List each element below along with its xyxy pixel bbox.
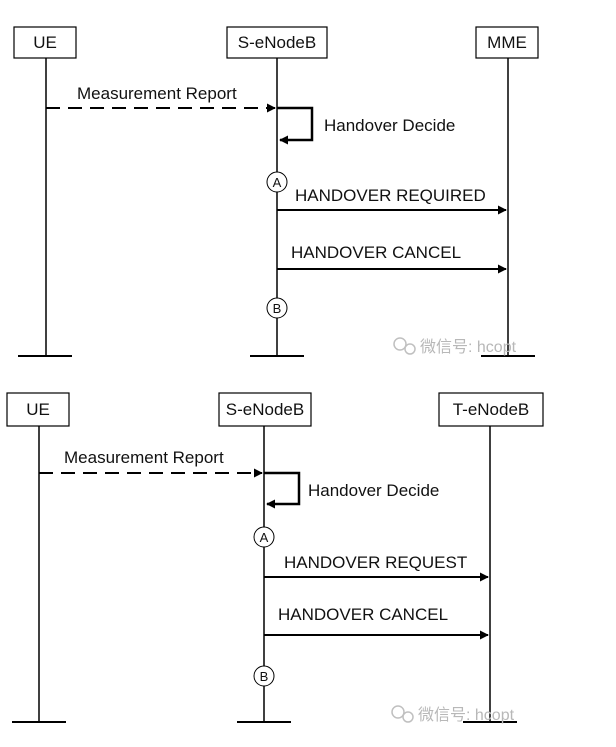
entity-box-s-enodeb (218, 392, 312, 427)
arrow-handover-decide (264, 471, 301, 509)
entity-box-ue (6, 392, 70, 427)
marker-b-label: B (260, 669, 269, 684)
marker-a (253, 526, 275, 548)
marker-b (253, 665, 275, 687)
watermark-text-bottom: 微信号: hcopt (418, 706, 515, 724)
diagram-top: UE S-eNodeB MME Measurement Report Hando… (13, 26, 539, 357)
label-handover-decide: Handover Decide (324, 116, 455, 135)
entity-box-t-enodeb (438, 392, 544, 427)
entity-label-ue: UE (33, 33, 57, 52)
label-handover-cancel: HANDOVER CANCEL (278, 605, 448, 624)
marker-a-label: A (260, 530, 269, 545)
entity-label-s-enodeb: S-eNodeB (226, 400, 304, 419)
entity-label-t-enodeb: T-eNodeB (453, 400, 530, 419)
entity-box-s-enodeb (226, 26, 328, 59)
watermark-bottom: 微信号: hcopt (391, 705, 515, 724)
marker-b (266, 297, 288, 319)
label-handover-cancel: HANDOVER CANCEL (291, 243, 461, 262)
label-measurement-report: Measurement Report (64, 448, 224, 467)
diagram-bottom: UE S-eNodeB T-eNodeB Measurement Report … (6, 392, 544, 724)
entity-box-ue (13, 26, 77, 59)
label-handover-required: HANDOVER REQUIRED (295, 186, 486, 205)
entity-label-ue: UE (26, 400, 50, 419)
entity-label-mme: MME (487, 33, 527, 52)
entity-label-s-enodeb: S-eNodeB (238, 33, 316, 52)
arrow-handover-decide (277, 106, 314, 145)
label-handover-decide: Handover Decide (308, 481, 439, 500)
marker-a-label: A (273, 175, 282, 190)
watermark-top: 微信号: hcopt (393, 337, 517, 356)
watermark-text-top: 微信号: hcopt (420, 338, 517, 356)
marker-a (266, 171, 288, 193)
label-handover-request: HANDOVER REQUEST (284, 553, 467, 572)
entity-box-mme (475, 26, 539, 59)
marker-b-label: B (273, 301, 282, 316)
label-measurement-report: Measurement Report (77, 84, 237, 103)
